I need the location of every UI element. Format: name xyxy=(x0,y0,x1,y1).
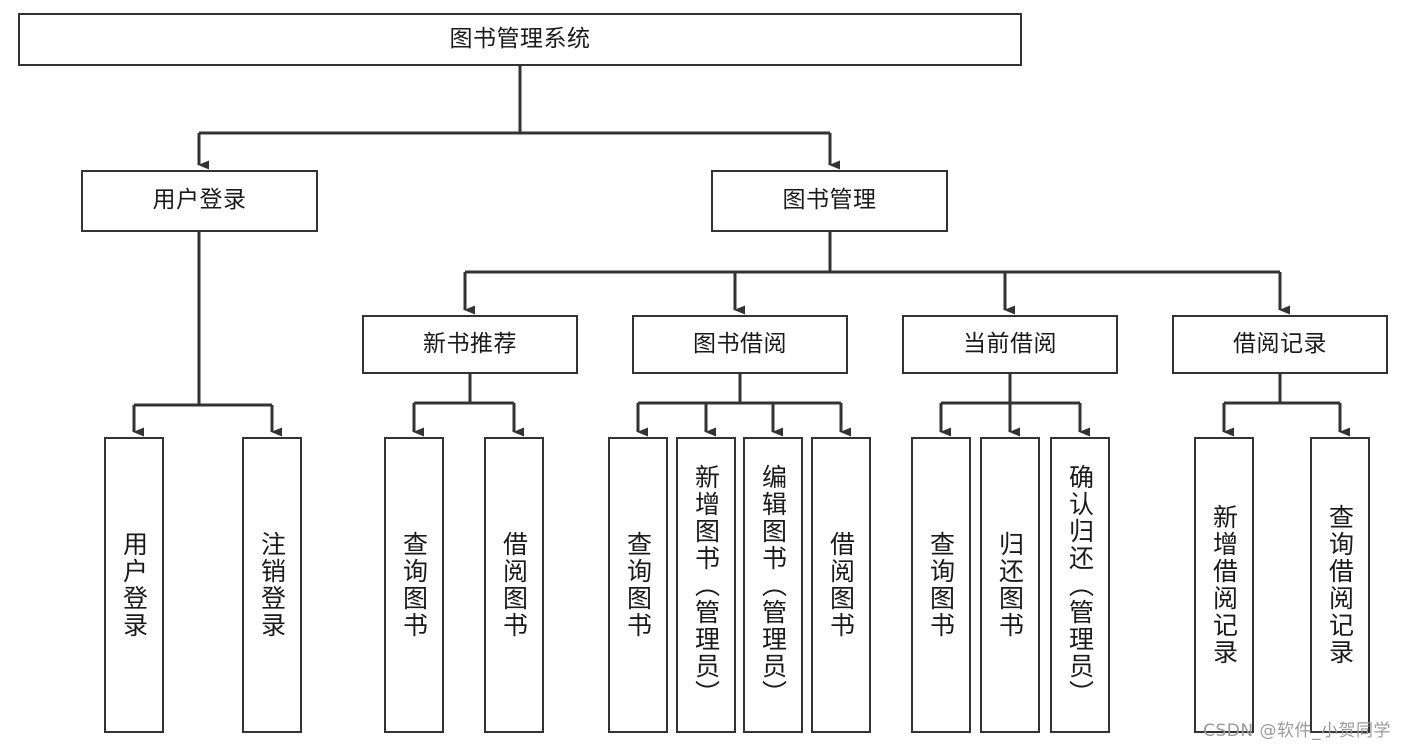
node-label: 当前借阅 xyxy=(963,330,1057,357)
node-user-login[interactable]: 用户登录 xyxy=(81,170,318,232)
node-label: 查询图书 xyxy=(399,531,429,639)
node-label: 新增借阅记录 xyxy=(1209,504,1239,666)
node-label: 用户登录 xyxy=(119,531,149,639)
node-borrowing-records[interactable]: 借阅记录 xyxy=(1172,315,1388,374)
node-label: 查询图书 xyxy=(926,531,956,639)
node-label: 图书管理 xyxy=(782,187,877,214)
leaf-current-borrow-return-books[interactable]: 归还图书 xyxy=(980,437,1040,733)
node-label: 新增图书（管理员） xyxy=(691,463,721,707)
leaf-user-login-logout[interactable]: 注销登录 xyxy=(242,437,302,733)
node-label: 新书推荐 xyxy=(423,330,517,357)
node-label: 确认归还（管理员） xyxy=(1065,463,1095,707)
node-label: 借阅图书 xyxy=(499,531,529,639)
csdn-watermark: CSDN @软件_小贺同学 xyxy=(1203,721,1391,741)
node-label: 用户登录 xyxy=(152,187,247,214)
node-label: 图书管理系统 xyxy=(449,25,591,52)
node-root-book-management-system[interactable]: 图书管理系统 xyxy=(18,13,1022,66)
leaf-book-borrow-edit-book-admin[interactable]: 编辑图书（管理员） xyxy=(743,437,803,733)
node-book-borrowing[interactable]: 图书借阅 xyxy=(632,315,848,374)
leaf-new-book-query-books[interactable]: 查询图书 xyxy=(384,437,444,733)
leaf-current-borrow-query-books[interactable]: 查询图书 xyxy=(911,437,971,733)
node-new-book-recommendation[interactable]: 新书推荐 xyxy=(362,315,578,374)
node-label: 借阅记录 xyxy=(1233,330,1327,357)
node-current-borrowing[interactable]: 当前借阅 xyxy=(902,315,1118,374)
node-label: 查询图书 xyxy=(623,531,653,639)
leaf-book-borrow-add-book-admin[interactable]: 新增图书（管理员） xyxy=(676,437,736,733)
node-label: 借阅图书 xyxy=(826,531,856,639)
node-label: 注销登录 xyxy=(257,531,287,639)
leaf-new-book-borrow-books[interactable]: 借阅图书 xyxy=(484,437,544,733)
leaf-user-login-login[interactable]: 用户登录 xyxy=(104,437,164,733)
node-label: 编辑图书（管理员） xyxy=(758,463,788,707)
leaf-book-borrow-query-books[interactable]: 查询图书 xyxy=(608,437,668,733)
node-label: 归还图书 xyxy=(995,531,1025,639)
node-book-management[interactable]: 图书管理 xyxy=(711,170,948,232)
node-label: 图书借阅 xyxy=(693,330,787,357)
node-label: 查询借阅记录 xyxy=(1325,504,1355,666)
leaf-current-borrow-confirm-return-admin[interactable]: 确认归还（管理员） xyxy=(1050,437,1110,733)
leaf-borrow-record-add-record[interactable]: 新增借阅记录 xyxy=(1194,437,1254,733)
leaf-book-borrow-borrow-books[interactable]: 借阅图书 xyxy=(811,437,871,733)
leaf-borrow-record-query-record[interactable]: 查询借阅记录 xyxy=(1310,437,1370,733)
